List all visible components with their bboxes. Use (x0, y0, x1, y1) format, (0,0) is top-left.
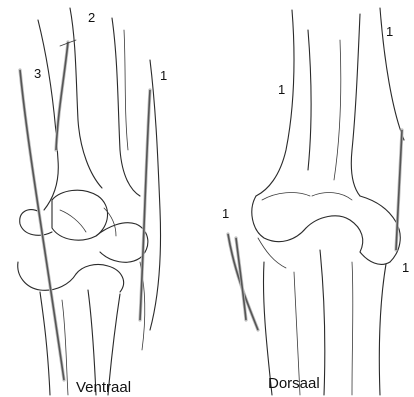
dorsal-view: 1 1 1 1 Dorsaal (222, 8, 409, 395)
ventral-caption: Ventraal (76, 379, 131, 396)
ventral-marker-1: 1 (160, 68, 167, 83)
dorsal-caption: Dorsaal (268, 375, 320, 392)
ventral-marker-3: 3 (34, 66, 41, 81)
ventral-view: 2 3 1 Ventraal (18, 8, 167, 396)
dorsal-marker-1-right: 1 (402, 260, 409, 275)
dorsal-marker-1-top-left: 1 (278, 82, 285, 97)
dorsal-marker-1-top-right: 1 (386, 24, 393, 39)
dorsal-marker-1-left: 1 (222, 206, 229, 221)
ventral-marker-2: 2 (88, 10, 95, 25)
